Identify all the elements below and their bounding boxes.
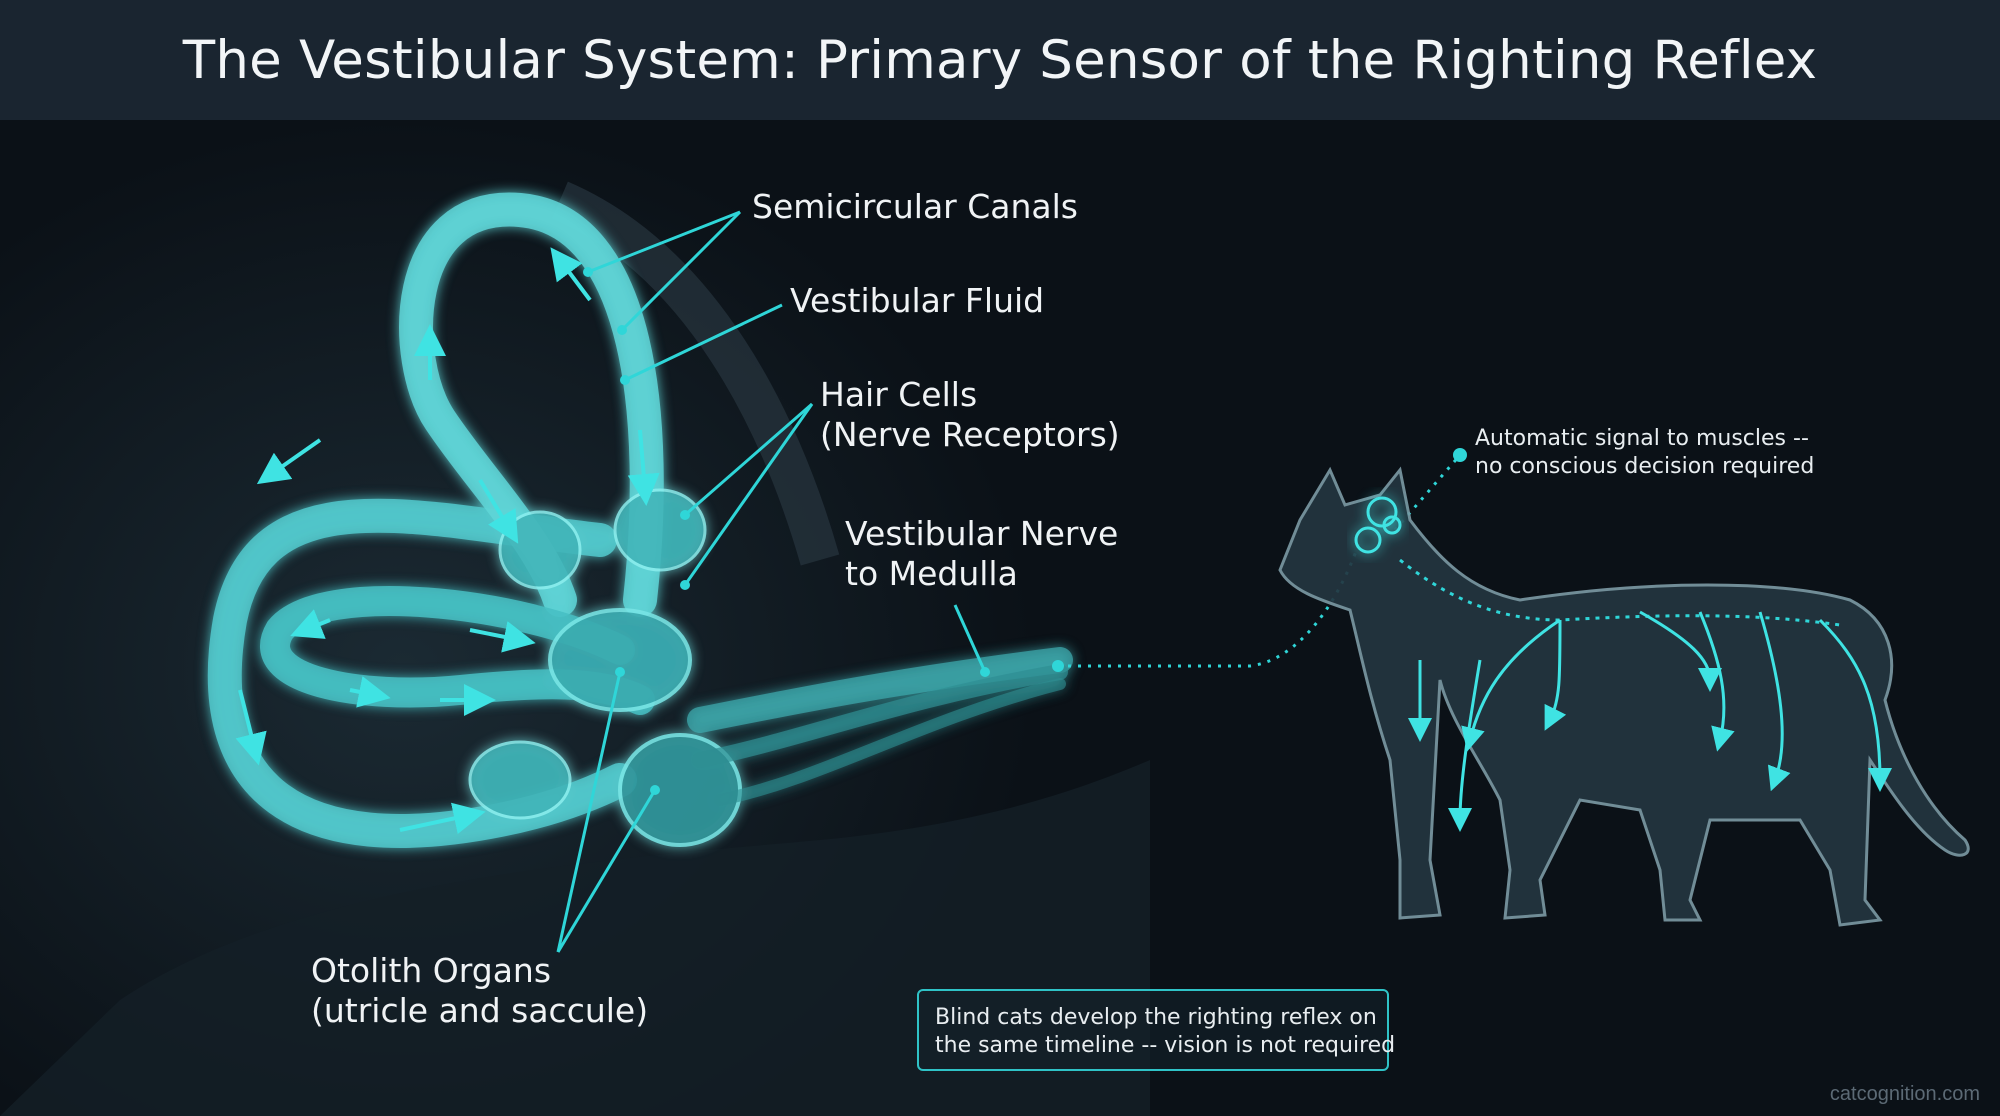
cat-silhouette: [1278, 466, 1970, 927]
label-hair-cells: Hair Cells (Nerve Receptors): [820, 375, 1120, 455]
label-otolith-line1: Otolith Organs: [311, 951, 552, 990]
bone-region: [0, 760, 1150, 1116]
inner-ear: [207, 192, 1073, 848]
utricle: [548, 608, 692, 712]
leader-lines: [556, 210, 987, 953]
cat-inner-ear-icon: [1354, 496, 1402, 554]
label-vestibular-nerve-line1: Vestibular Nerve: [845, 514, 1119, 553]
label-otolith-line2: (utricle and saccule): [311, 991, 649, 1030]
horizontal-canal: [260, 586, 655, 715]
callout-box: Blind cats develop the righting reflex o…: [917, 989, 1396, 1071]
signal-note-line1: Automatic signal to muscles --: [1475, 426, 1809, 451]
cat-muscle-arrows: [1408, 610, 1892, 832]
label-vestibular-nerve: Vestibular Nerve to Medulla: [845, 514, 1118, 594]
signal-note-line2: no conscious decision required: [1475, 454, 1815, 479]
label-semicircular-canals: Semicircular Canals: [752, 187, 1078, 226]
title-bar: The Vestibular System: Primary Sensor of…: [0, 0, 2000, 120]
watermark: catcognition.com: [1829, 1083, 1980, 1105]
signal-note: Automatic signal to muscles -- no consci…: [1475, 425, 1814, 481]
page-title: The Vestibular System: Primary Sensor of…: [182, 29, 1818, 91]
callout-line2: the same timeline -- vision is not requi…: [935, 1033, 1396, 1058]
cat-signal-branches: [1399, 558, 1841, 627]
label-vestibular-fluid: Vestibular Fluid: [790, 281, 1045, 320]
label-hair-cells-line2: (Nerve Receptors): [820, 415, 1120, 454]
label-hair-cells-line1: Hair Cells: [820, 375, 978, 414]
label-vestibular-nerve-line2: to Medulla: [845, 554, 1018, 593]
callout-line1: Blind cats develop the righting reflex o…: [935, 1005, 1377, 1030]
label-otolith-organs: Otolith Organs (utricle and saccule): [311, 951, 648, 1031]
superior-canal: [399, 192, 664, 617]
fluid-flow-arrows: [235, 247, 660, 834]
